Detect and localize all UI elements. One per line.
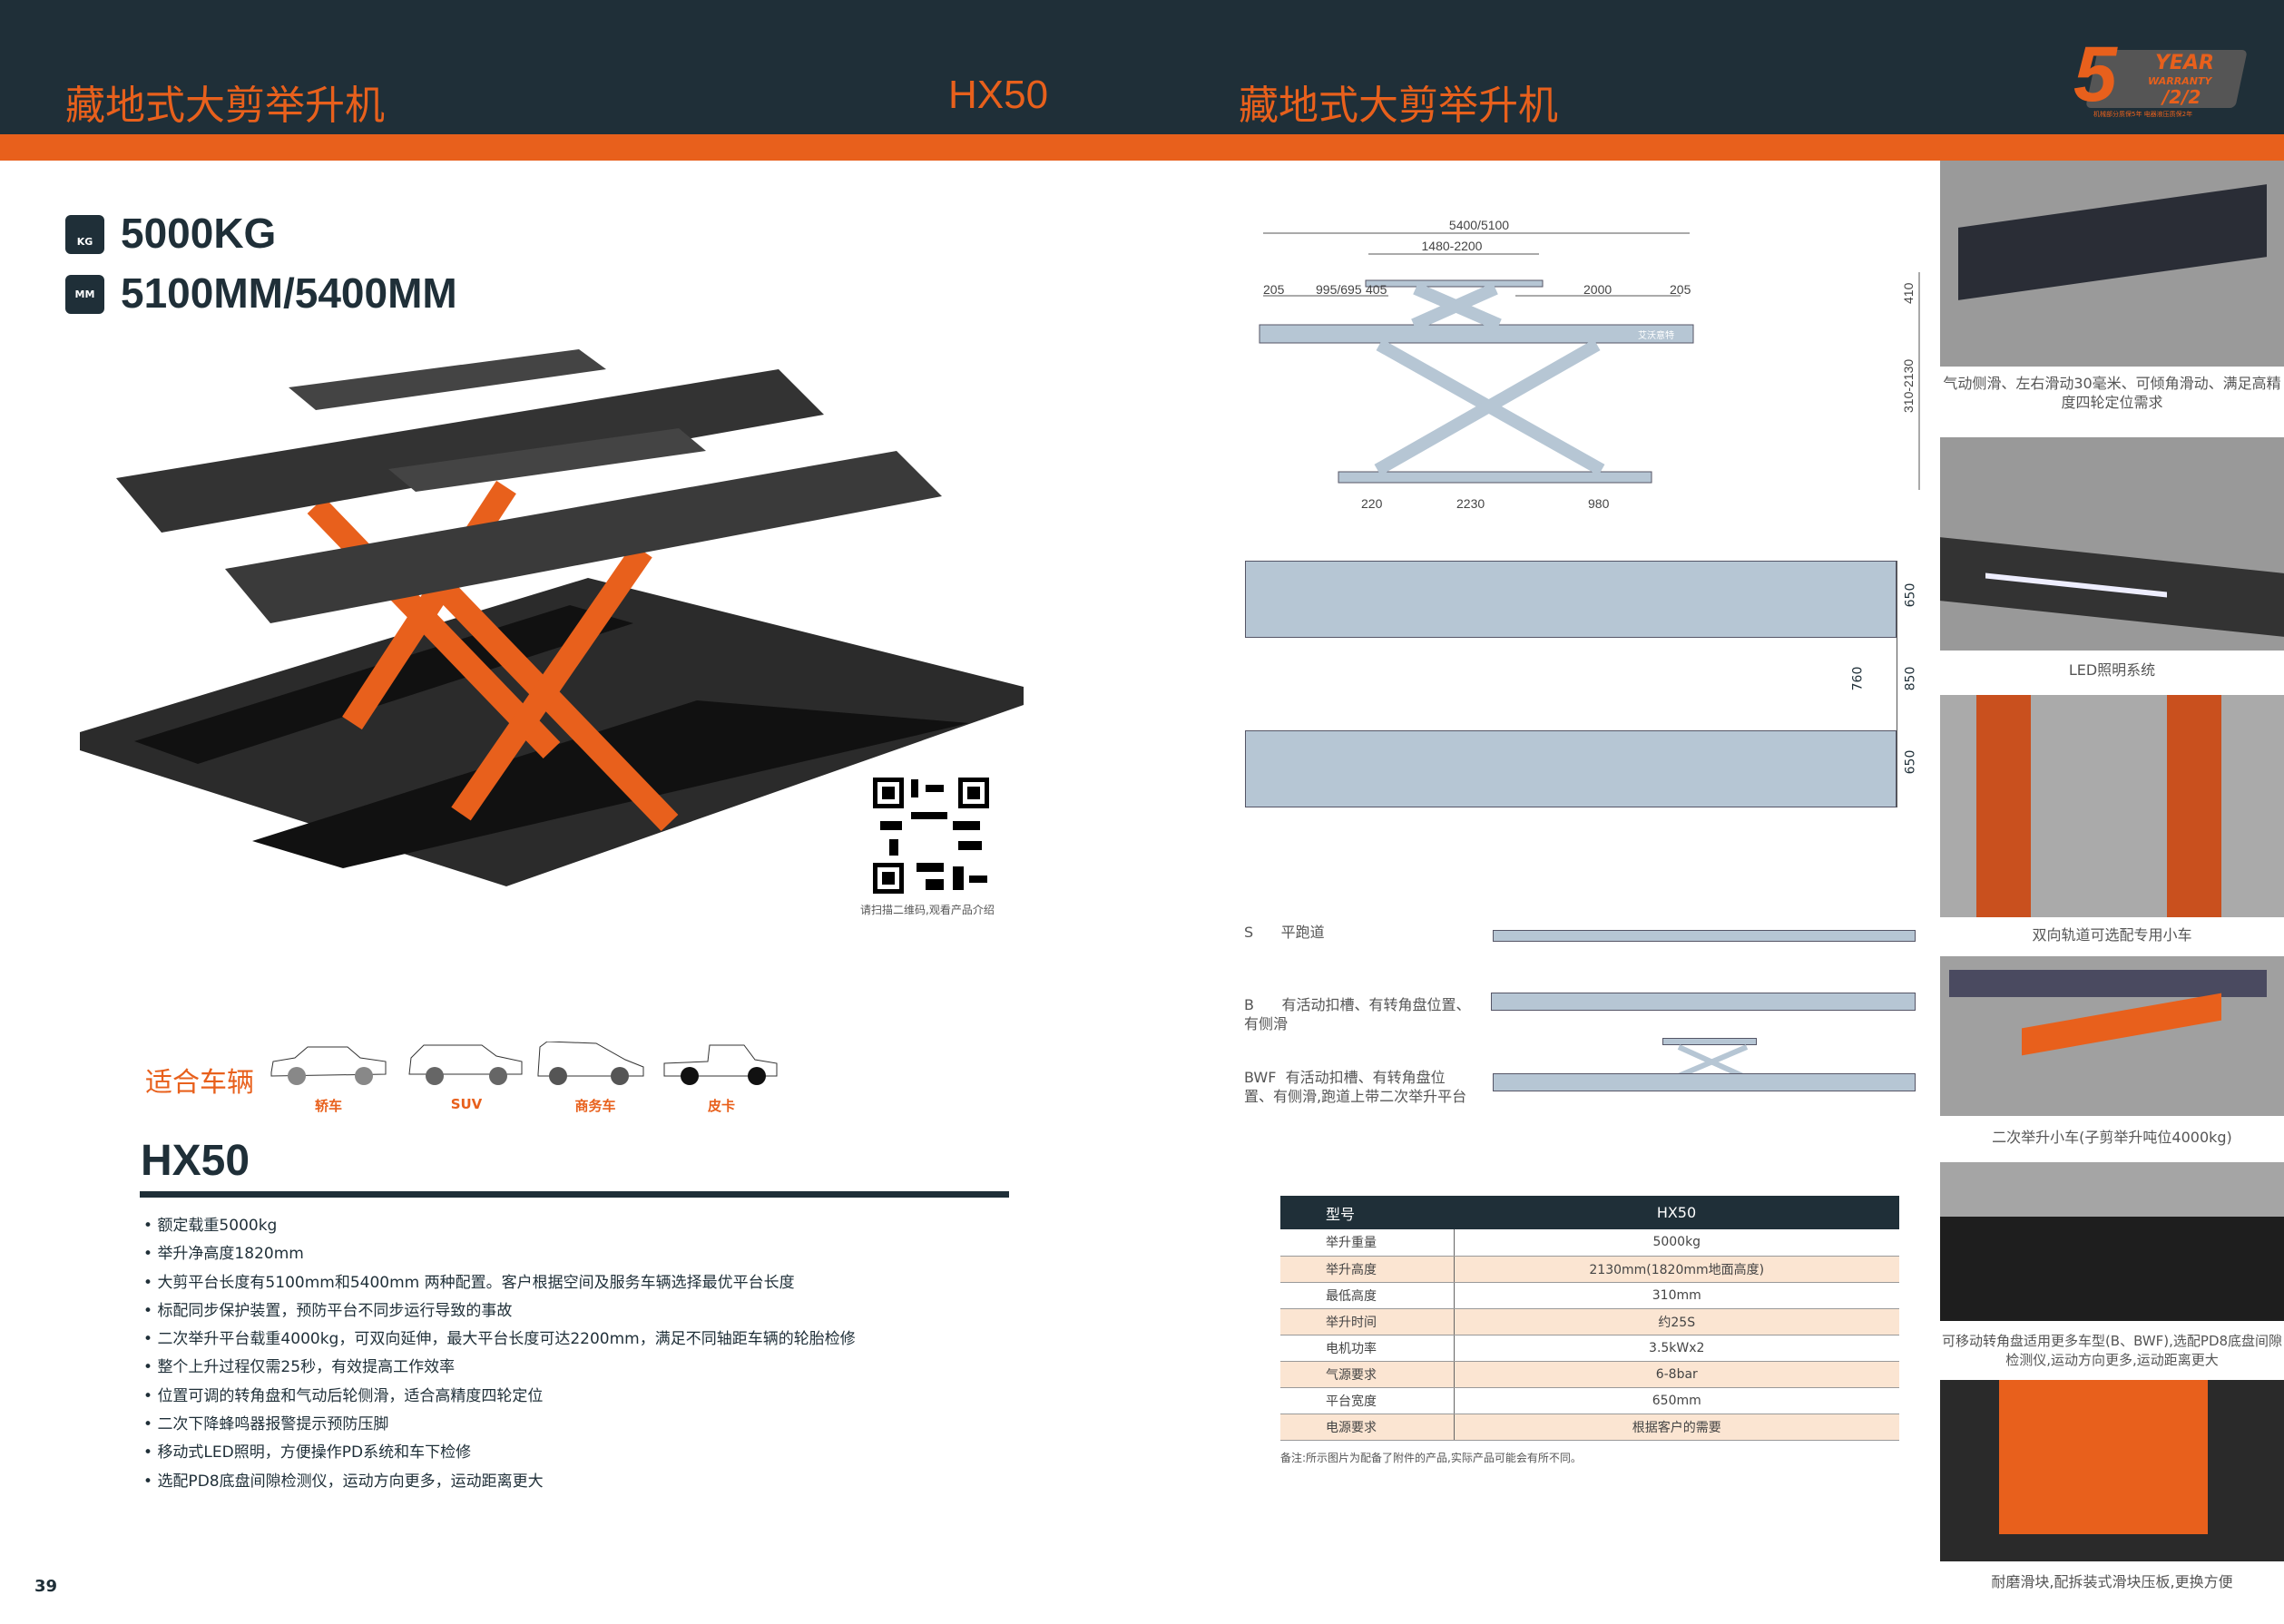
product-model-heading: HX50 <box>141 1137 250 1185</box>
svg-text:2000: 2000 <box>1583 282 1612 297</box>
length-icon: MM <box>65 275 104 314</box>
table-note: 备注:所示图片为配备了附件的产品,实际产品可能会有所不同。 <box>1280 1452 1582 1464</box>
photo-caption: 双向轨道可选配专用小车 <box>2032 926 2192 944</box>
photo-track <box>1940 695 2284 917</box>
table-row: 举升时间约25S <box>1280 1308 1899 1335</box>
heading-underline <box>140 1191 1009 1198</box>
pickup-icon <box>663 1044 778 1085</box>
sedan-icon <box>270 1046 387 1085</box>
header-model: HX50 <box>948 73 1049 117</box>
feature-item: • 标配同步保护装置，预防平台不同步运行导致的事故 <box>143 1301 513 1320</box>
table-row: 电源要求根据客户的需要 <box>1280 1414 1899 1441</box>
svg-text:205: 205 <box>1670 282 1691 297</box>
spec-capacity: 5000KG <box>121 210 277 257</box>
svg-text:5400/5100: 5400/5100 <box>1449 218 1509 232</box>
qr-caption: 请扫描二维码,观看产品介绍 <box>860 904 995 916</box>
feature-item: • 大剪平台长度有5100mm和5400mm 两种配置。客户根据空间及服务车辆选… <box>143 1273 795 1292</box>
svg-text:2230: 2230 <box>1456 496 1485 511</box>
feature-item: • 位置可调的转角盘和气动后轮侧滑，适合高精度四轮定位 <box>143 1386 544 1405</box>
svg-text:220: 220 <box>1361 496 1383 511</box>
mpv-item: 商务车 <box>536 1041 654 1115</box>
header-title-right: 藏地式大剪举升机 <box>1239 83 1558 129</box>
product-lift-image <box>80 349 1024 886</box>
variant-bwf-drawing <box>1493 1073 1916 1091</box>
kg-weight-icon: KG <box>65 215 104 254</box>
header-title-left: 藏地式大剪举升机 <box>65 83 385 129</box>
variant-b-drawing <box>1491 993 1916 1011</box>
feature-item: • 移动式LED照明，方便操作PD系统和车下检修 <box>143 1443 472 1463</box>
feature-item: • 整个上升过程仅需25秒，有效提高工作效率 <box>143 1358 456 1377</box>
photo-turntable <box>1940 1162 2284 1321</box>
photo-side-slip <box>1940 161 2284 367</box>
plan-runway-bottom <box>1245 730 1897 807</box>
svg-text:405: 405 <box>1366 282 1387 297</box>
variant-s-drawing <box>1493 930 1916 942</box>
feature-list: • 额定载重5000kg • 举升净高度1820mm • 大剪平台长度有5100… <box>143 1212 856 1496</box>
variant-s: S 平跑道 <box>1244 924 1325 941</box>
qr-code <box>871 776 991 895</box>
svg-text:995/695: 995/695 <box>1316 282 1362 297</box>
photo-caption: 可移动转角盘适用更多车型(B、BWF),选配PD8底盘间隙检测仪,运动方向更多,… <box>1941 1333 2283 1368</box>
svg-text:205: 205 <box>1263 282 1285 297</box>
feature-item: • 举升净高度1820mm <box>143 1245 304 1264</box>
feature-item: • 额定载重5000kg <box>143 1217 278 1235</box>
photo-slider <box>1940 1380 2284 1561</box>
page-number: 39 <box>34 1577 58 1596</box>
spec-length: 5100MM/5400MM <box>121 269 457 317</box>
feature-item: • 选配PD8底盘间隙检测仪，运动方向更多，运动距离更大 <box>143 1472 544 1491</box>
svg-text:310-2130: 310-2130 <box>1901 359 1916 413</box>
plan-runway-top <box>1245 561 1897 638</box>
svg-text:980: 980 <box>1588 496 1610 511</box>
feature-item: • 二次下降蜂鸣器报警提示预防压脚 <box>143 1415 389 1434</box>
variant-b: B 有活动扣槽、有转角盘位置、有侧滑 <box>1244 996 1471 1032</box>
feature-item: • 二次举升平台载重4000kg，可双向延伸，最大平台长度可达2200mm，满足… <box>143 1330 856 1349</box>
suv-icon <box>408 1044 523 1085</box>
sedan-item: 轿车 <box>270 1042 387 1115</box>
photo-caption: 耐磨滑块,配拆装式滑块压板,更换方便 <box>1991 1573 2233 1590</box>
svg-text:1480-2200: 1480-2200 <box>1422 239 1483 253</box>
suv-item: SUV <box>407 1042 525 1112</box>
variant-bwf: BWF 有活动扣槽、有转角盘位置、有侧滑,跑道上带二次举升平台 <box>1244 1069 1467 1105</box>
photo-caption: 气动侧滑、左右滑动30毫米、可倾角滑动、满足高精度四轮定位需求 <box>1943 375 2281 411</box>
photo-led <box>1940 437 2284 651</box>
header-bar <box>0 0 2284 134</box>
pickup-item: 皮卡 <box>662 1042 780 1115</box>
svg-text:艾沃意特: 艾沃意特 <box>1638 329 1674 341</box>
photo-caption: LED照明系统 <box>2068 661 2156 679</box>
header-stripe <box>0 134 2284 161</box>
mpv-icon <box>537 1041 644 1085</box>
svg-text:410: 410 <box>1901 282 1916 304</box>
photo-caption: 二次举升小车(子剪举升吨位4000kg) <box>1992 1129 2232 1146</box>
warranty-badge: 5 YEAR WARRANTY /2/2 机械部分质保5年 电器液压质保2年 <box>2073 31 2248 121</box>
vehicles-title: 适合车辆 <box>145 1067 254 1099</box>
side-elevation-drawing: 5400/5100 1480-2200 205 995/695 405 2000… <box>1259 218 1920 511</box>
photo-secondary-lift <box>1940 956 2284 1116</box>
